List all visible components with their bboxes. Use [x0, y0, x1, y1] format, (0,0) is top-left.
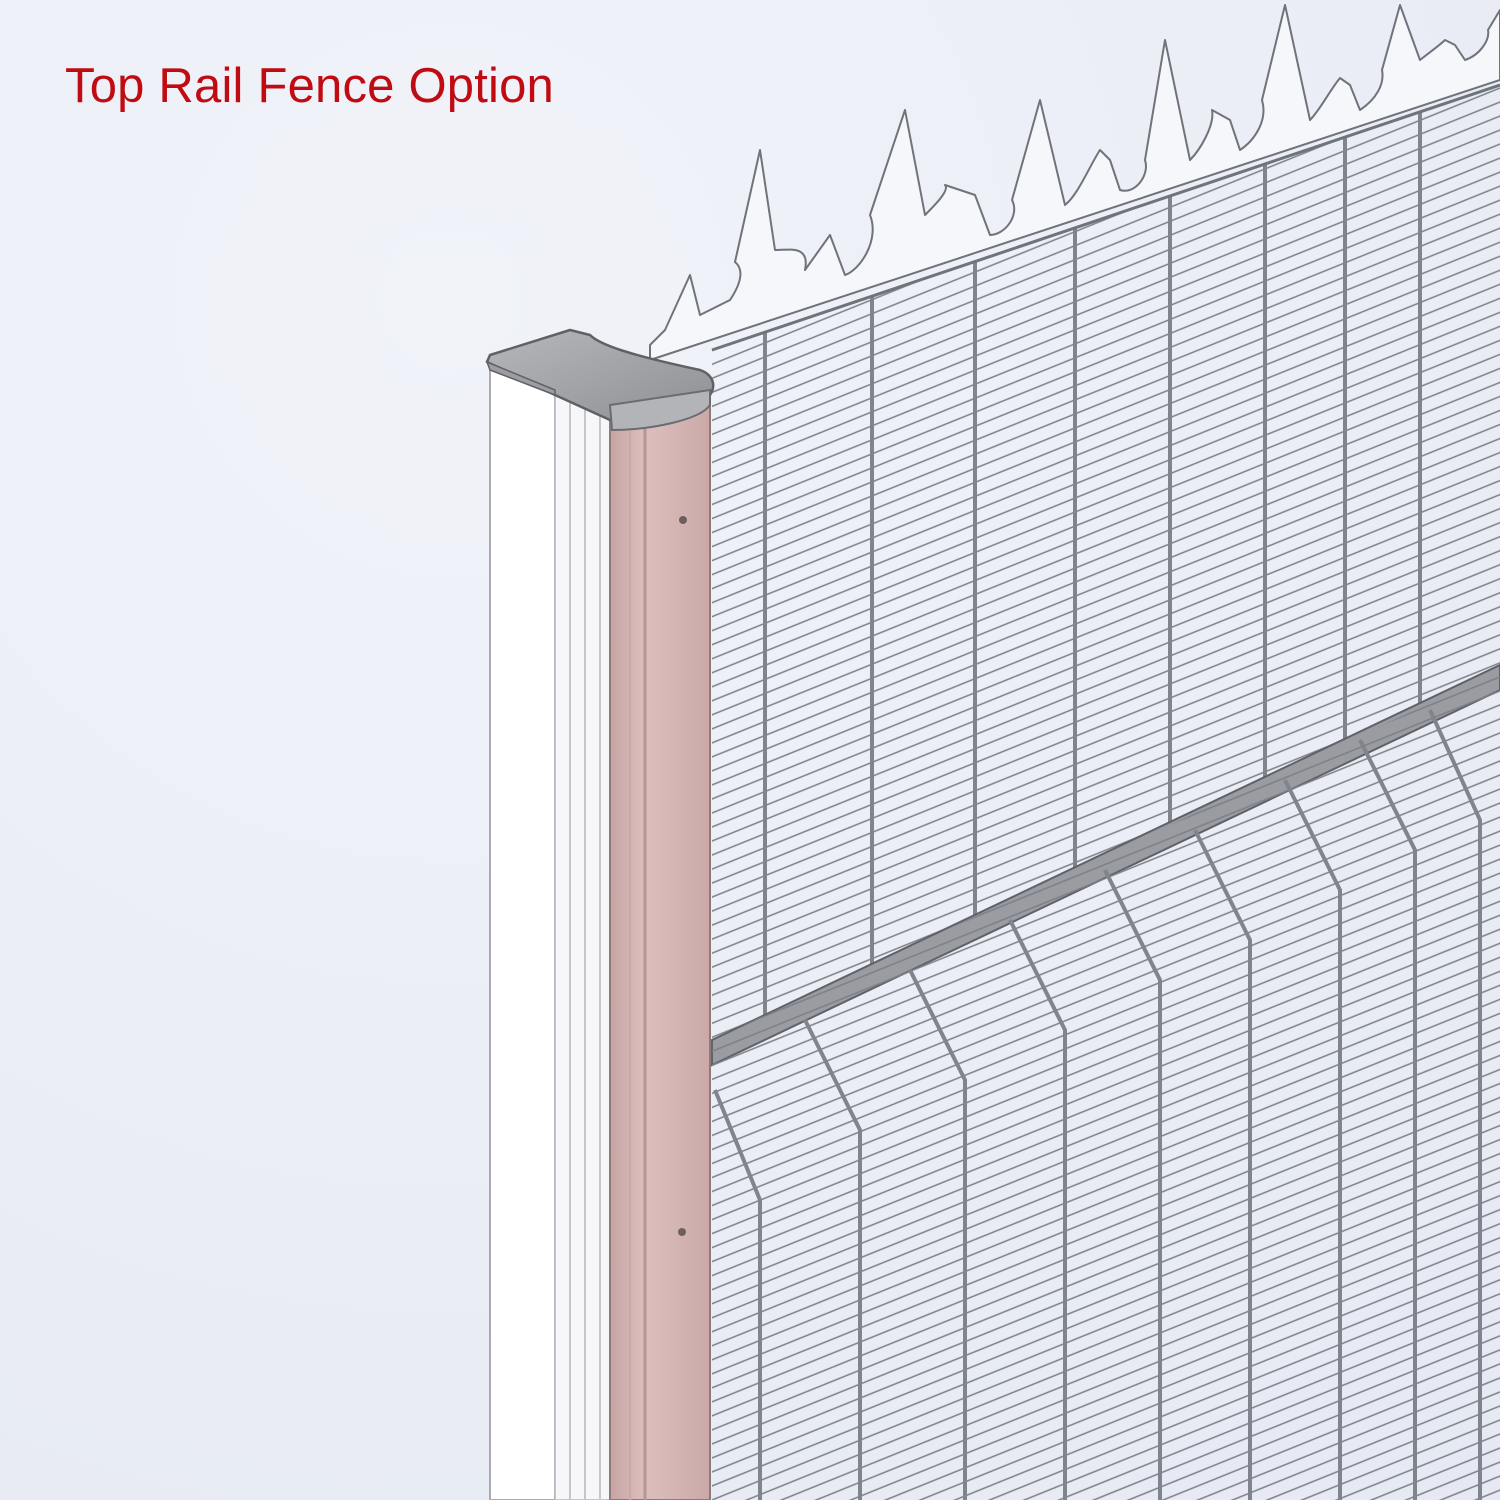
fence-post: [489, 363, 711, 1500]
spike-topping: [649, 4, 1500, 361]
post-bolt-upper: [679, 516, 687, 524]
page-title: Top Rail Fence Option: [65, 59, 555, 113]
post-cap: [485, 328, 715, 432]
post-bolt-lower: [678, 1228, 686, 1236]
